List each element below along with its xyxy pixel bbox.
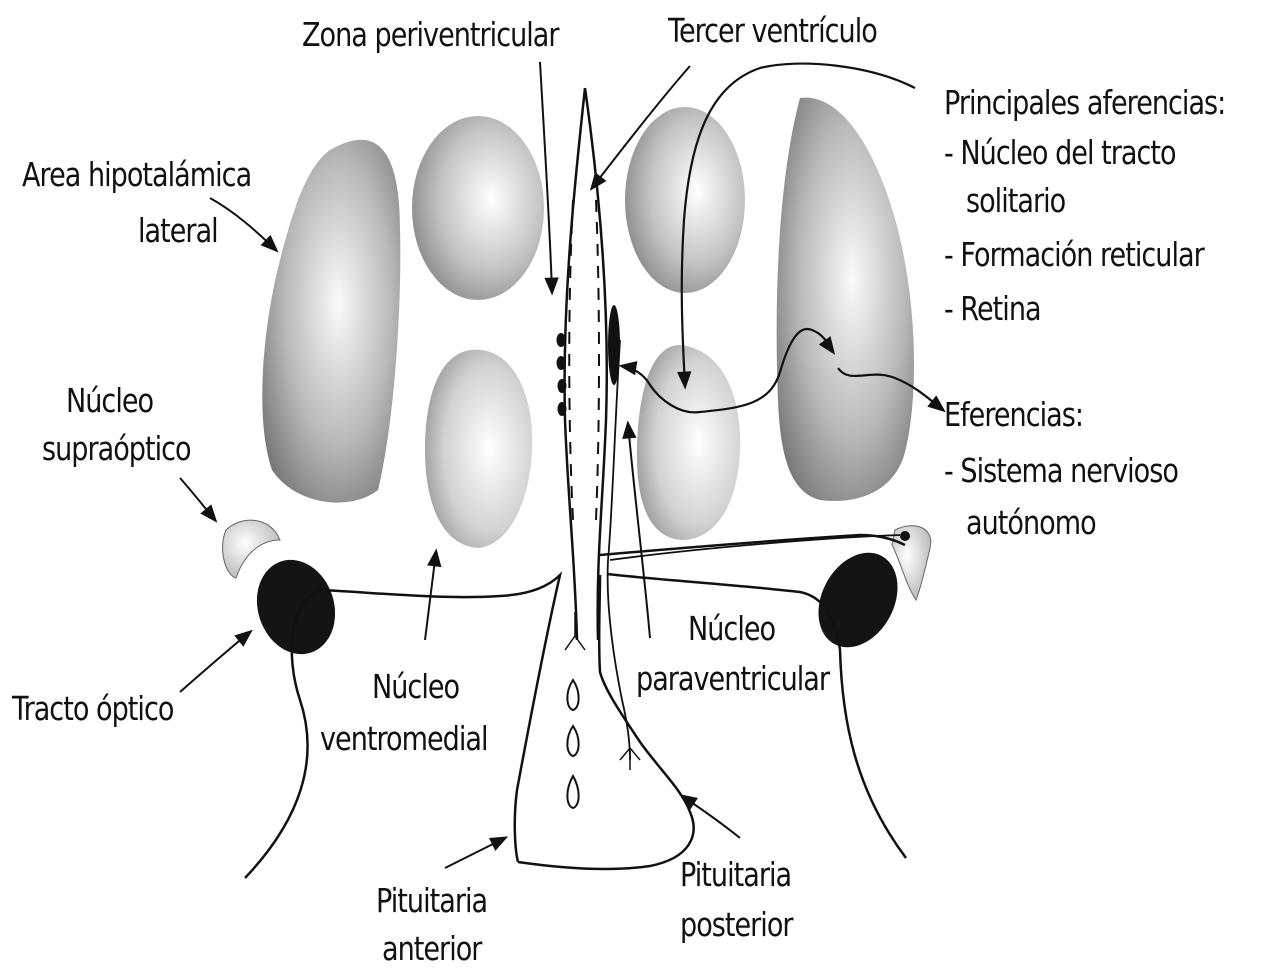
arrow-tracto-optico <box>180 632 250 692</box>
label-pituitaria-posterior-line1: Pituitaria <box>680 858 791 891</box>
ventromedial-nucleus-right <box>637 345 740 540</box>
ventromedial-nucleus-left <box>425 350 532 548</box>
label-tracto-optico: Tracto óptico <box>12 692 173 725</box>
dorsomedial-nucleus-left <box>412 116 544 300</box>
label-area-hipotalamica-line2: lateral <box>138 214 218 247</box>
arrow-area-hipotalamica <box>210 198 276 250</box>
label-tercer-ventriculo: Tercer ventrículo <box>668 14 877 47</box>
label-zona-periventricular: Zona periventricular <box>302 18 559 51</box>
periventricular-dash-right <box>596 200 599 520</box>
label-pituitaria-anterior-line2: anterior <box>382 932 481 965</box>
supraoptic-cell <box>900 531 910 541</box>
periventricular-dot <box>557 333 566 347</box>
arrow-pituitaria-anterior <box>445 838 505 868</box>
periventricular-dot <box>557 356 566 370</box>
third-ventricle <box>565 88 607 640</box>
label-nucleo-ventromedial-line1: Núcleo <box>372 670 459 703</box>
supraoptic-nucleus-right <box>892 526 931 600</box>
efferent-item: - Sistema nervioso <box>944 454 1178 487</box>
label-pituitaria-anterior-line1: Pituitaria <box>376 884 487 917</box>
afferent-item: - Retina <box>944 292 1041 325</box>
efferents-title: Eferencias: <box>944 398 1083 431</box>
afferent-item: - Formación reticular <box>944 238 1204 271</box>
label-nucleo-supraoptico-line2: supraóptico <box>42 432 191 465</box>
label-nucleo-ventromedial-line2: ventromedial <box>320 722 488 755</box>
axon-terminal <box>620 748 640 770</box>
periventricular-dot <box>558 379 567 393</box>
afferent-item: solitario <box>966 184 1065 217</box>
arrow-supraoptico <box>180 478 215 520</box>
periventricular-dot <box>558 402 567 416</box>
portal-vessel <box>567 776 578 808</box>
portal-vessel <box>567 726 578 756</box>
afferent-item: - Núcleo del tracto <box>944 136 1176 169</box>
pituitary-outline <box>518 575 694 869</box>
label-nucleo-supraoptico-line1: Núcleo <box>66 384 153 417</box>
label-area-hipotalamica-line1: Area hipotalámica <box>22 158 251 191</box>
lateral-hypothalamic-area-left <box>262 140 400 503</box>
optic-tract-left <box>245 550 347 665</box>
efferent-item: autónomo <box>966 506 1096 539</box>
label-nucleo-paraventricular-line1: Núcleo <box>688 612 775 645</box>
portal-vessel <box>567 680 578 710</box>
lateral-hypothalamic-area-right <box>777 98 914 501</box>
label-nucleo-paraventricular-line2: paraventricular <box>636 662 829 695</box>
afferents-title: Principales aferencias: <box>944 86 1225 119</box>
arrow-zona-periventricular <box>540 62 552 292</box>
axon-terminal <box>565 612 585 650</box>
label-pituitaria-posterior-line2: posterior <box>680 908 793 941</box>
